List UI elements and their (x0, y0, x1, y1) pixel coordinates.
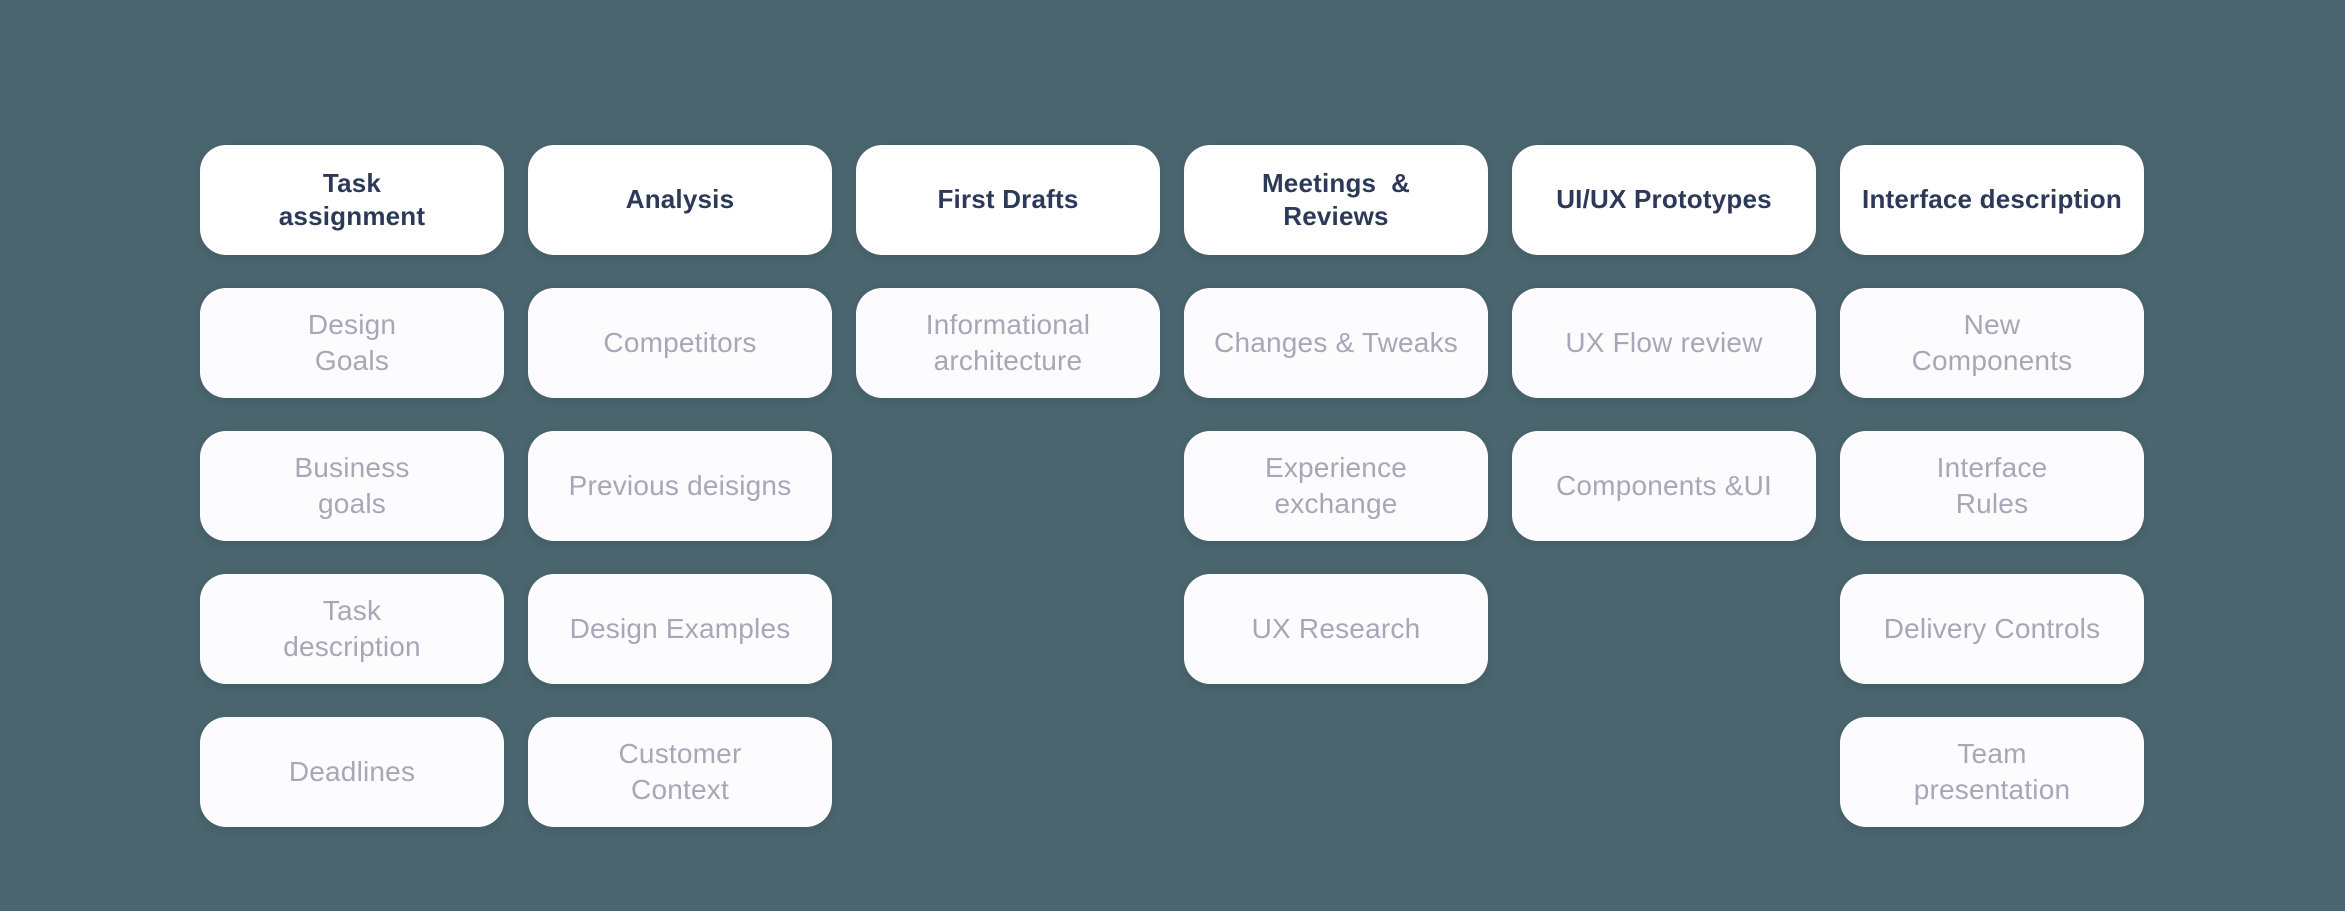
column-interface-description: Interface description New Components Int… (1840, 145, 2144, 827)
task-card: Changes & Tweaks (1184, 288, 1488, 398)
task-card: Team presentation (1840, 717, 2144, 827)
column-task-assignment: Task assignment Design Goals Business go… (200, 145, 504, 827)
task-card-label: Competitors (603, 327, 757, 359)
task-card-label: Experience exchange (1264, 452, 1408, 519)
task-card: Design Goals (200, 288, 504, 398)
task-card-label: Informational architecture (925, 309, 1091, 376)
column-header-label: Meetings & Reviews (1261, 167, 1411, 231)
task-card: Design Examples (528, 574, 832, 684)
task-card: Competitors (528, 288, 832, 398)
task-card-label: New Components (1911, 309, 2073, 376)
task-card-label: Team presentation (1913, 738, 2071, 805)
task-card: Customer Context (528, 717, 832, 827)
column-header-label: First Drafts (937, 184, 1079, 215)
task-card-label: Delivery Controls (1883, 613, 2101, 645)
column-header-label: Interface description (1862, 184, 2122, 215)
task-card: Delivery Controls (1840, 574, 2144, 684)
task-card-label: UX Research (1251, 613, 1421, 645)
task-card-label: Changes & Tweaks (1214, 327, 1458, 359)
column-meetings-reviews: Meetings & Reviews Changes & Tweaks Expe… (1184, 145, 1488, 827)
task-card: UX Research (1184, 574, 1488, 684)
column-header-card: UI/UX Prototypes (1512, 145, 1816, 255)
column-analysis: Analysis Competitors Previous deisigns D… (528, 145, 832, 827)
column-first-drafts: First Drafts Informational architecture (856, 145, 1160, 827)
task-card: UX Flow review (1512, 288, 1816, 398)
task-card-label: Task description (283, 595, 421, 662)
column-header-card: Meetings & Reviews (1184, 145, 1488, 255)
column-header-label: Analysis (625, 184, 735, 215)
task-card-label: Design Goals (307, 309, 397, 376)
task-card: Task description (200, 574, 504, 684)
column-uiux-prototypes: UI/UX Prototypes UX Flow review Componen… (1512, 145, 1816, 827)
task-card-label: Components &UI (1555, 470, 1772, 502)
column-header-card: Interface description (1840, 145, 2144, 255)
task-card-label: Previous deisigns (568, 470, 792, 502)
task-card-label: Deadlines (288, 756, 416, 788)
task-card-label: UX Flow review (1565, 327, 1763, 359)
task-card: Informational architecture (856, 288, 1160, 398)
task-card: Experience exchange (1184, 431, 1488, 541)
column-header-label: UI/UX Prototypes (1556, 184, 1772, 215)
task-card: New Components (1840, 288, 2144, 398)
task-card-label: Customer Context (618, 738, 742, 805)
task-card: Components &UI (1512, 431, 1816, 541)
task-card-label: Interface Rules (1936, 452, 2048, 519)
task-card: Business goals (200, 431, 504, 541)
task-card: Deadlines (200, 717, 504, 827)
column-header-label: Task assignment (278, 167, 426, 231)
column-header-card: Analysis (528, 145, 832, 255)
column-header-card: Task assignment (200, 145, 504, 255)
task-card: Interface Rules (1840, 431, 2144, 541)
task-card: Previous deisigns (528, 431, 832, 541)
task-card-label: Design Examples (569, 613, 791, 645)
process-board: Task assignment Design Goals Business go… (200, 145, 2144, 827)
task-card-label: Business goals (294, 452, 410, 519)
column-header-card: First Drafts (856, 145, 1160, 255)
